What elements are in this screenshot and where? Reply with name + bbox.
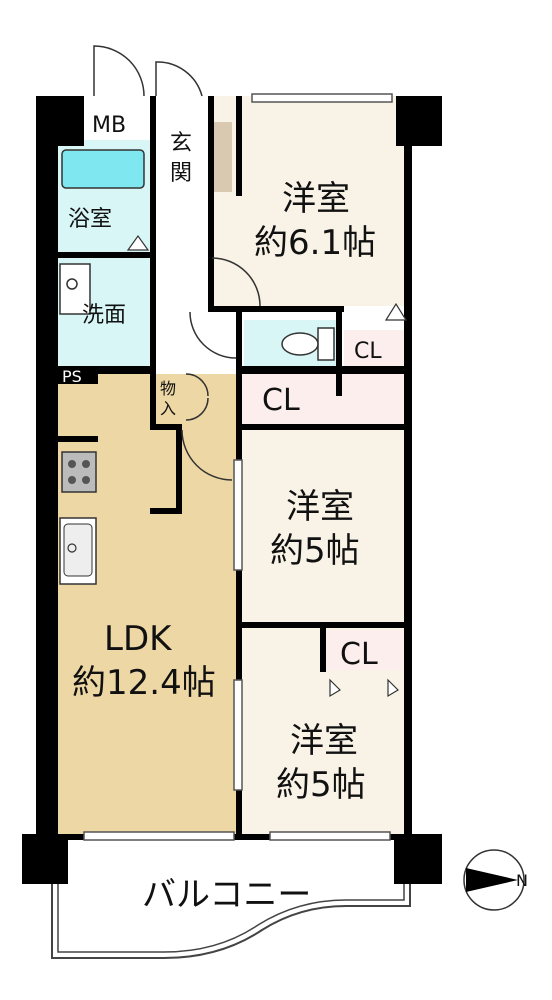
compass-icon: N [463,849,528,911]
western-room-1-name: 洋室 [282,179,350,219]
stove [61,451,97,493]
storage-label-1: 物 [160,379,176,398]
bathroom-label: 浴室 [68,207,112,232]
ldk-size: 約12.4帖 [72,663,216,703]
kitchen-sink [59,517,97,585]
storage-label-2: 入 [160,399,176,418]
bathtub [61,149,145,189]
closet-hall-floor [242,374,408,424]
balcony [51,878,411,959]
closet-small-label: CL [354,339,382,364]
western-room-3-size: 約5帖 [276,765,366,805]
ps-label: PS [62,367,82,386]
entrance-label-2: 関 [170,161,192,186]
washroom-label: 洗面 [82,303,126,328]
closet-room3-label: CL [340,637,378,672]
closet-hall-label: CL [262,383,300,418]
compass-direction: N [516,871,528,890]
ldk-floor [58,374,238,834]
western-room-2-size: 約5帖 [270,531,360,571]
closet-small-floor [344,330,408,366]
ldk-name: LDK [104,619,173,659]
windows [83,93,393,841]
western-room-2-name: 洋室 [286,487,354,527]
entrance-label-1: 玄 [170,131,192,156]
closet-triangles [126,234,408,698]
washbasin [59,263,91,315]
labels: MB 玄 関 浴室 洗面 PS 物 入 洋室 約6.1帖 CL CL 洋室 約5… [58,113,382,915]
balcony-label: バルコニー [142,875,311,915]
mb-label: MB [92,113,126,138]
toilet [281,327,335,361]
closet-room3-floor [326,630,408,670]
western-room-3-name: 洋室 [290,721,358,761]
entrance-tile [210,122,232,192]
western-room-2-floor [242,430,408,622]
western-room-1-size: 約6.1帖 [254,223,376,263]
doors [93,45,261,481]
